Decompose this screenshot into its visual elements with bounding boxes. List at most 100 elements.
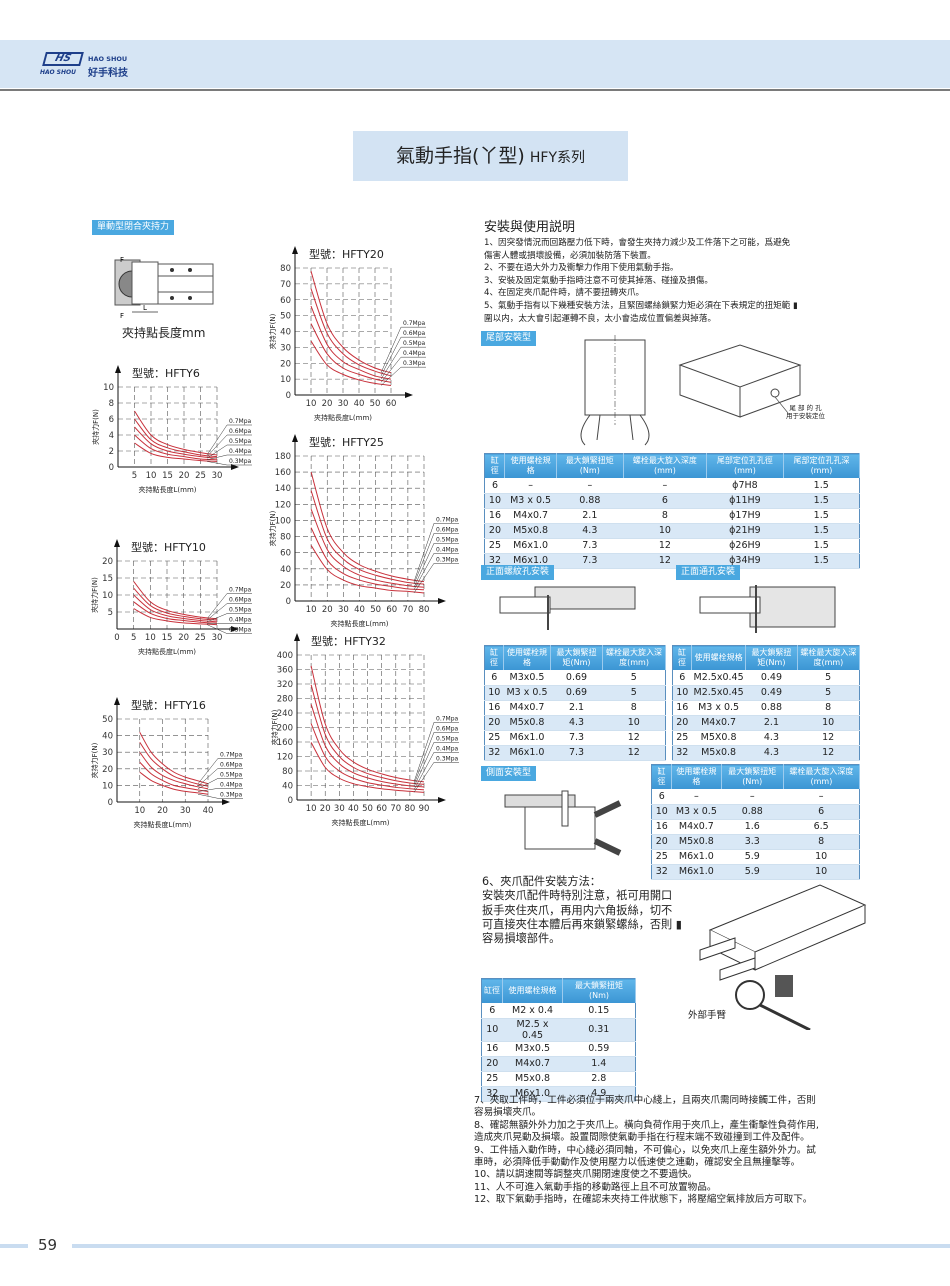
table-cell: M6x1.0 xyxy=(671,849,722,865)
table-cell: 1.5 xyxy=(783,508,860,524)
y-axis-arrow-icon xyxy=(115,365,121,373)
x-axis-label: 夾持點長度L(mm) xyxy=(332,818,390,827)
table-cell: M5x0.8 xyxy=(691,745,746,761)
table-header-row: 缸徑使用螺栓規格最大鎖緊扭矩(Nm)螺栓最大旋入深度(mm) xyxy=(651,764,861,789)
series-curve-0.5Mpa xyxy=(139,751,209,790)
text-line: 車時，必須降低手動動作及使用壓力以低速使之連動，確認安全且無撞擊等。 xyxy=(474,1157,801,1169)
table-cell: M6x1.0 xyxy=(502,1086,563,1102)
legend-label: 0.6Mpa xyxy=(436,526,459,533)
table-cell: 5 xyxy=(797,670,860,686)
front-through-diagram xyxy=(699,585,836,633)
table-cell: 7.3 xyxy=(550,745,603,761)
legend-leader-line xyxy=(197,758,219,784)
legend-label: 0.6Mpa xyxy=(436,725,459,732)
series-curve-0.6Mpa xyxy=(134,418,218,458)
table-cell: 6 xyxy=(481,1003,503,1019)
table-cell: 0.31 xyxy=(562,1018,636,1042)
series-curve-0.7Mpa xyxy=(310,471,425,583)
legend-label: 0.6Mpa xyxy=(220,761,243,768)
table-cell: 2.1 xyxy=(550,700,603,716)
x-tick-label: 10 xyxy=(146,471,157,481)
series-curve-0.4Mpa xyxy=(139,761,209,793)
column-header: 使用螺栓規格 xyxy=(504,453,557,478)
instructions-list: 1、因突發情況而回路壓力低下時，會發生夾持力減少及工件落下之可能，爲避免傷害人體… xyxy=(484,237,798,325)
table-cell: 20 xyxy=(672,715,692,731)
table-cell: 4.3 xyxy=(550,715,603,731)
legend-leader-line xyxy=(413,752,435,790)
table-cell: 6 xyxy=(484,478,505,494)
text-line: 可直接夾住本體后再來鎖緊螺絲，否則 ▮ xyxy=(482,917,682,931)
table-cell: M4x0.7 xyxy=(671,819,722,835)
column-header: 螺栓最大旋入深度(mm) xyxy=(797,645,861,670)
table-cell: M3x0.5 xyxy=(503,670,551,686)
table-cell: 32 xyxy=(481,1086,503,1102)
x-tick-label: 80 xyxy=(404,804,415,814)
table-cell: 10 xyxy=(783,849,860,865)
y-tick-label: 5 xyxy=(108,608,113,618)
table-cell: 16 xyxy=(484,508,505,524)
text-line: 1、因突發情況而回路壓力低下時，會發生夾持力減少及工件落下之可能，爲避免 xyxy=(484,238,791,248)
table-cell: M3x0.5 xyxy=(502,1041,563,1057)
legend-leader-line xyxy=(197,768,219,787)
legend-label: 0.5Mpa xyxy=(436,735,459,742)
table-cell: M5x0.8 xyxy=(671,834,722,850)
legend-label: 0.7Mpa xyxy=(436,516,459,523)
legend-label: 0.4Mpa xyxy=(436,546,459,553)
series-curve-0.6Mpa xyxy=(310,490,425,585)
text-line: 圍以内，太大會引起運轉不良，太小會造成位置偏差與掉落。 xyxy=(484,313,717,324)
x-tick-label: 20 xyxy=(179,471,190,481)
y-tick-label: 20 xyxy=(280,359,291,369)
y-tick-label: 10 xyxy=(102,781,113,791)
table-cell: 12 xyxy=(797,730,860,746)
x-tick-label: 0 xyxy=(114,633,119,643)
legend-leader-line xyxy=(413,742,435,788)
series-curve-0.3Mpa xyxy=(310,340,392,386)
table-cell: M4x0.7 xyxy=(503,700,551,716)
table-cell: 1.4 xyxy=(562,1056,636,1072)
section-label-front-thread: 正面螺紋孔安裝 xyxy=(481,565,555,580)
x-axis-arrow-icon xyxy=(231,626,239,632)
table-cell: 6 xyxy=(651,789,672,805)
y-tick-label: 120 xyxy=(277,753,293,763)
legend-label: 0.7Mpa xyxy=(229,418,252,425)
table-cell: 5.9 xyxy=(721,864,784,880)
series-curve-0.5Mpa xyxy=(310,508,425,588)
legend-label: 0.5Mpa xyxy=(220,771,243,778)
table-cell: M5x0.8 xyxy=(503,715,551,731)
series-curve-0.3Mpa xyxy=(310,742,425,793)
series-curve-0.5Mpa xyxy=(310,704,425,788)
table-cell: 12 xyxy=(623,553,707,569)
jaw-accessory-diagram xyxy=(699,884,867,1030)
table-cell: 20 xyxy=(481,1056,503,1072)
y-tick-label: 80 xyxy=(280,533,291,543)
side-mount-diagram xyxy=(504,790,622,856)
chart-title: 型號：HFTY32 xyxy=(311,634,386,648)
series-curve-0.4Mpa xyxy=(134,434,218,461)
table-cell: M3 x 0.5 xyxy=(691,700,746,716)
y-tick-label: 20 xyxy=(280,581,291,591)
legend-label: 0.3Mpa xyxy=(436,556,459,563)
x-tick-label: 10 xyxy=(145,633,156,643)
legend-label: 0.7Mpa xyxy=(436,715,459,722)
y-tick-label: 20 xyxy=(102,765,113,775)
table-cell: ϕ11H9 xyxy=(706,493,784,509)
y-tick-label: 160 xyxy=(277,738,293,748)
table-cell: 6 xyxy=(672,670,692,686)
table-cell: 8 xyxy=(797,700,860,716)
legend-leader-line xyxy=(413,722,435,782)
column-header: 最大鎖緊扭矩(Nm) xyxy=(556,453,624,478)
legend-label: 0.7Mpa xyxy=(220,751,243,758)
legend-leader-line xyxy=(413,553,435,590)
legend-label: 0.7Mpa xyxy=(229,587,252,594)
table-cell: – xyxy=(671,789,722,805)
diagram-caption: 夾持點長度mm xyxy=(122,326,206,340)
table-cell: – xyxy=(623,478,707,494)
x-tick-label: 10 xyxy=(306,399,317,409)
table-cell: 32 xyxy=(672,745,692,761)
